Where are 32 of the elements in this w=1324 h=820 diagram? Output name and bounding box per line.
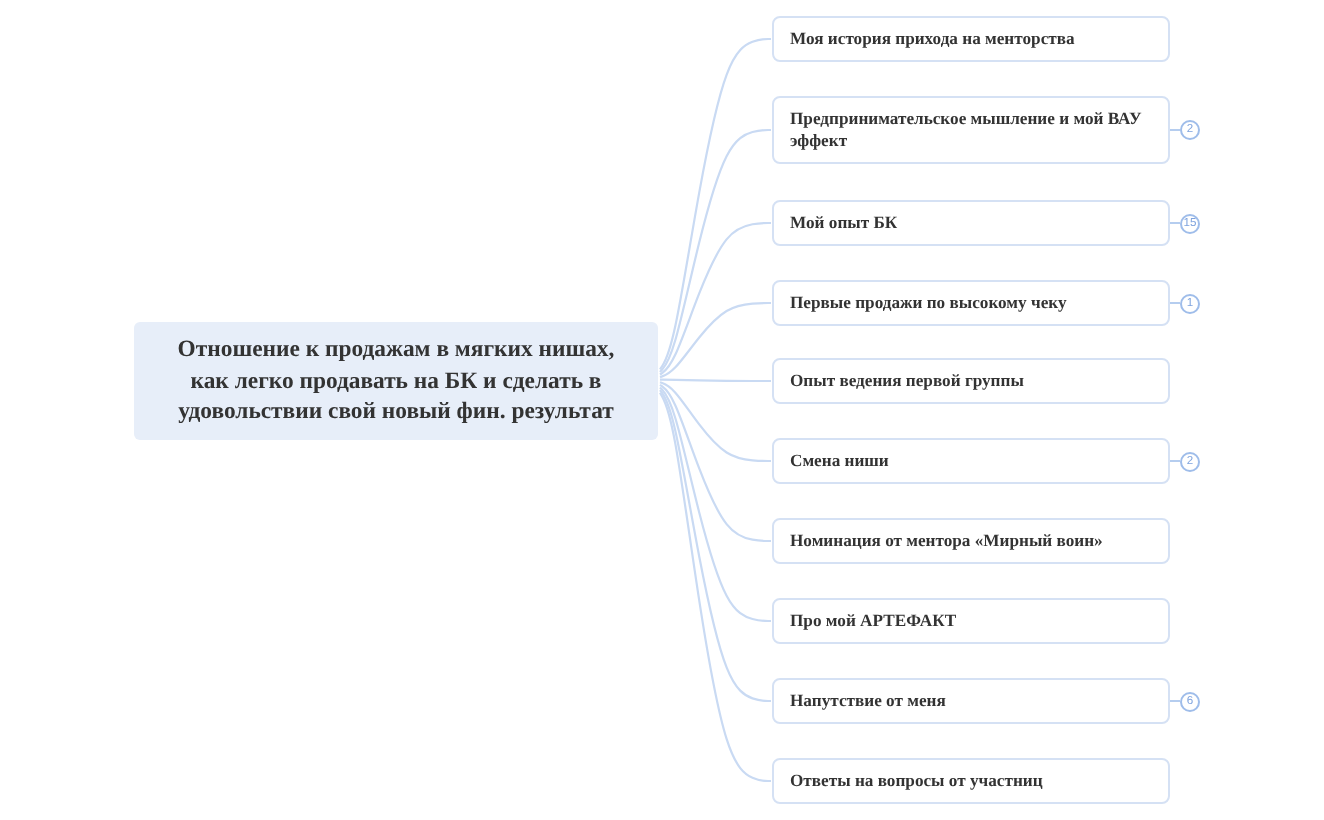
topic-text: Напутствие от меня [790,689,946,713]
topic-text: Отношение к продажам в мягких нишах, как легко продавать на БК и сделать в удовольствии свой новый фин. результат [175,334,617,428]
connector-curve [659,381,771,463]
topic-text: Мой опыт БК [790,211,898,235]
topic-box [772,438,1170,484]
connector-curve [659,386,771,623]
topic-text: Предпринимательское мышление и мой ВАУ эффект [790,107,1144,153]
topic-box [772,280,1170,326]
central-topic-box [134,322,658,440]
topic-box [772,678,1170,724]
topic-box [772,96,1170,164]
topic-box [772,358,1170,404]
topic-box [772,598,1170,644]
connector-curve [659,384,771,543]
connector-curve [659,389,771,703]
connector-curve [659,37,771,370]
topic-text: Первые продажи по высокому чеку [790,291,1067,315]
topic-text: Опыт ведения первой группы [790,369,1024,393]
connector-curve [659,128,771,373]
topic-text: Про мой АРТЕФАКТ [790,609,957,633]
connector-curve [660,378,771,383]
topic-box [772,758,1170,804]
topic-text: Номинация от ментора «Мирный воин» [790,529,1103,553]
topic-text: Смена ниши [790,449,889,473]
topic-box [772,518,1170,564]
topic-text: Ответы на вопросы от участниц [790,769,1043,793]
topic-box [772,16,1170,62]
topic-box [772,200,1170,246]
connector-curve [659,221,771,376]
connector-curve [659,392,771,783]
connector-curve [659,301,771,379]
topic-text: Моя история прихода на менторства [790,27,1075,51]
